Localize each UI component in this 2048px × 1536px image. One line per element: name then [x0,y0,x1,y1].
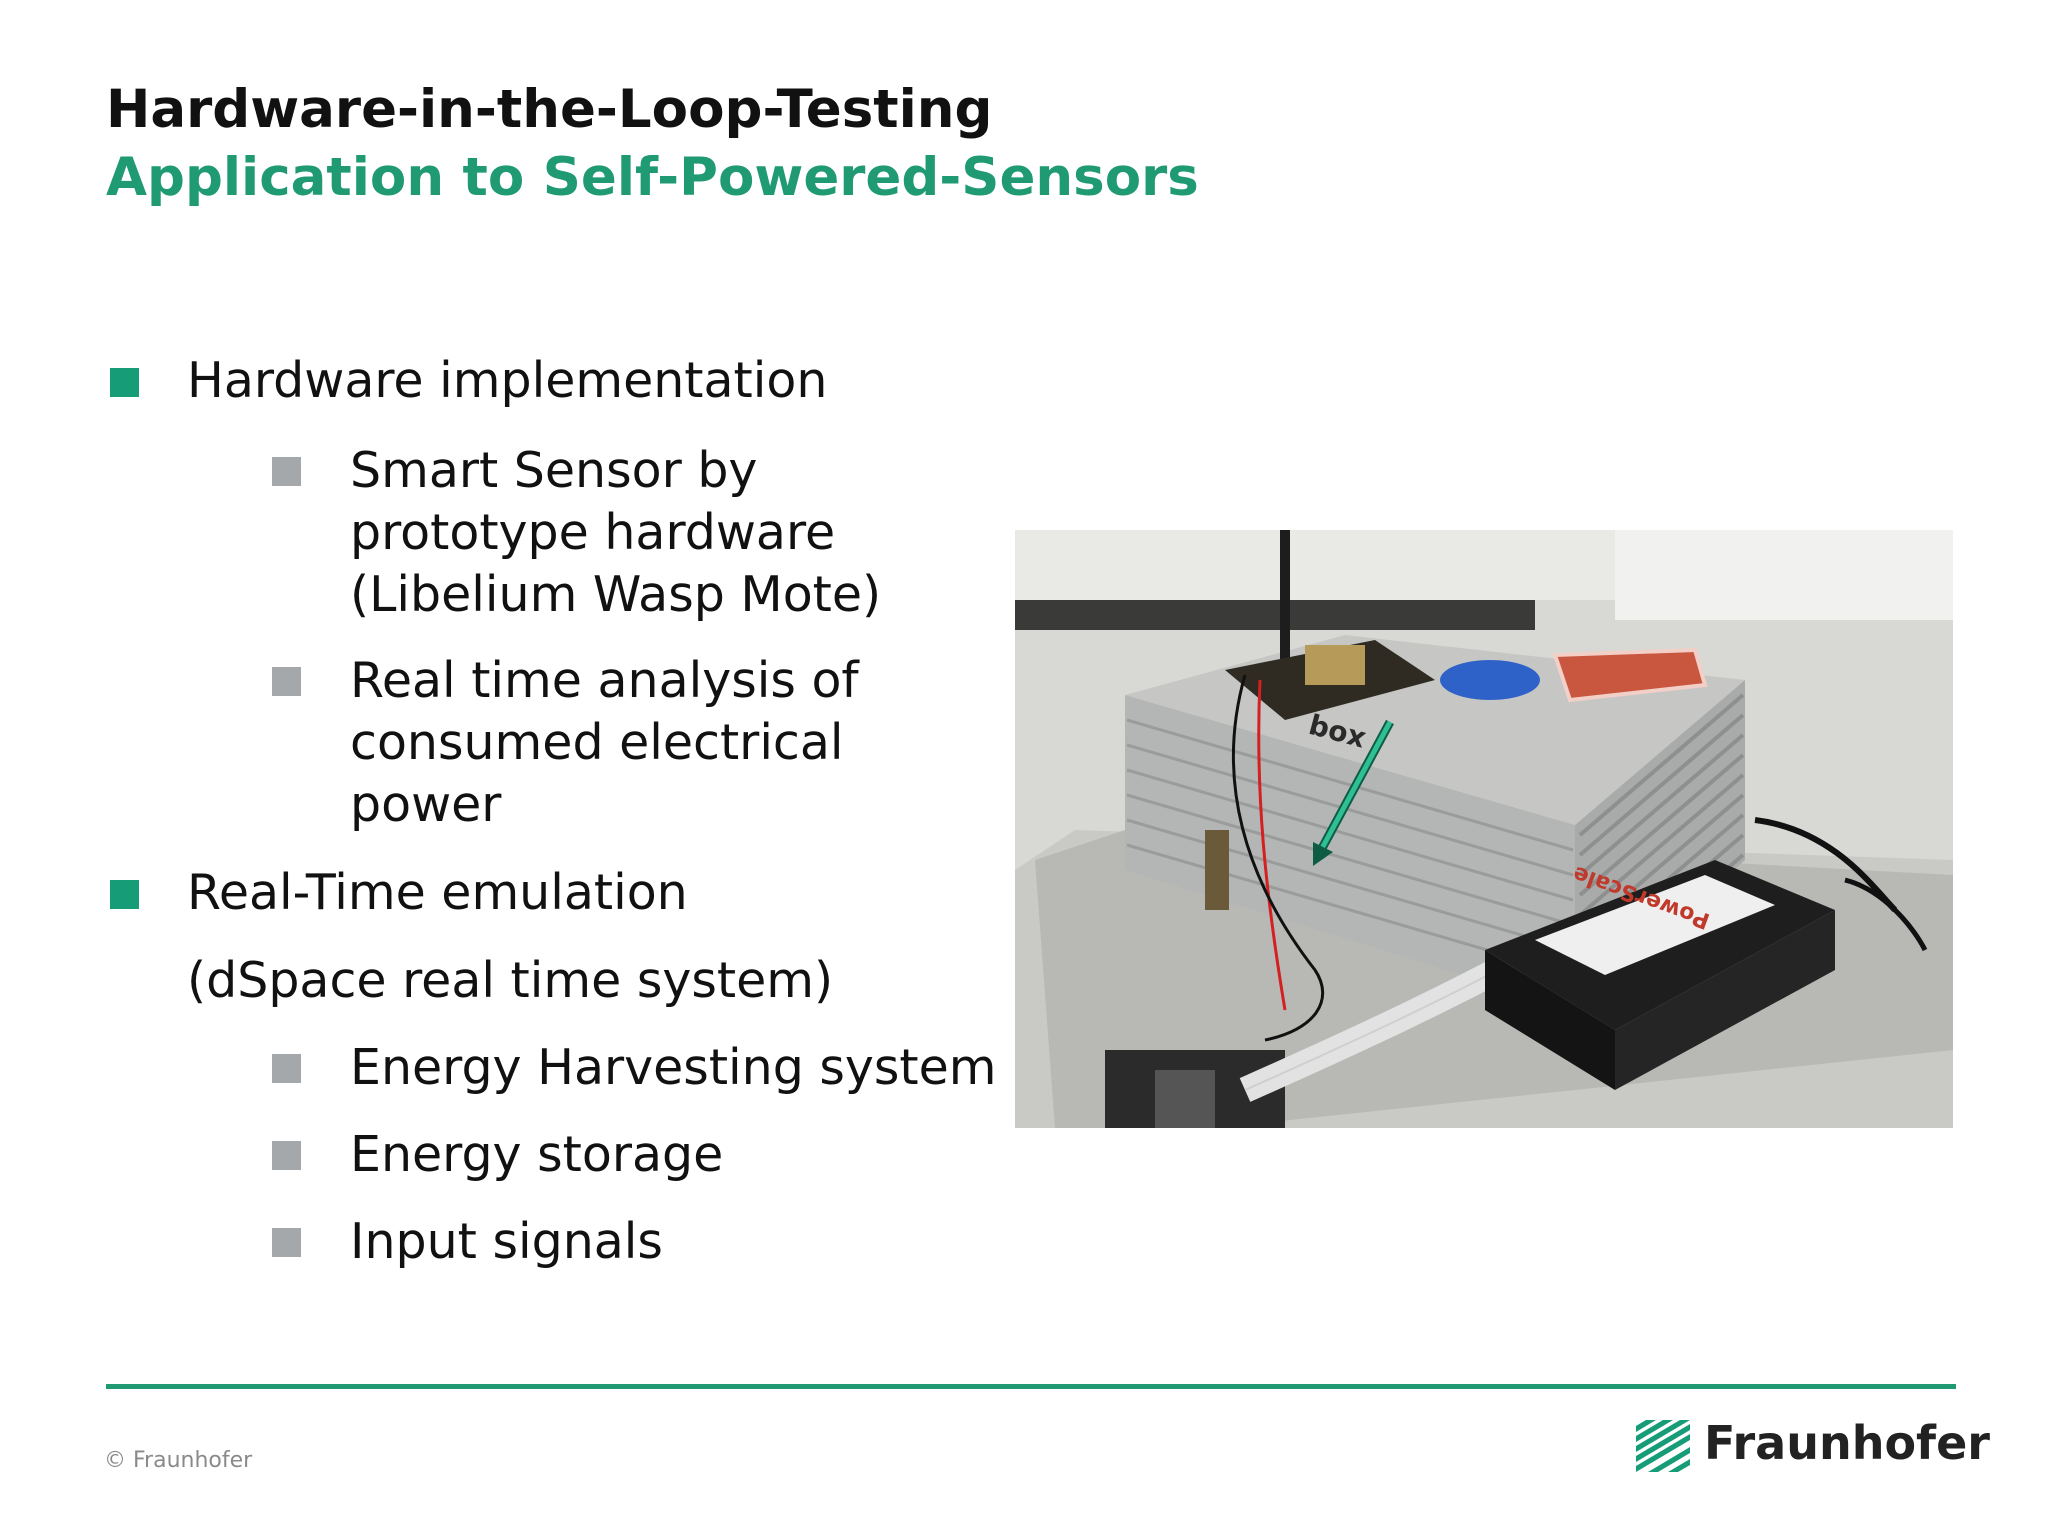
bullet-hardware-implementation: Hardware implementation [187,352,828,409]
footer-rule [106,1384,1956,1389]
sub-bullet-real-time-analysis-line3: power [350,776,502,833]
bullet-square-secondary [272,1054,301,1083]
bullet-square-secondary [272,1141,301,1170]
slide-title: Hardware-in-the-Loop-Testing [106,79,993,140]
slide-subtitle: Application to Self-Powered-Sensors [106,147,1199,208]
bullet-square-secondary [272,667,301,696]
sub-bullet-input-signals: Input signals [350,1213,663,1270]
fraunhofer-logo-icon [1636,1420,1690,1472]
fraunhofer-logo-text: Fraunhofer [1704,1416,1990,1470]
sub-bullet-real-time-analysis-line1: Real time analysis of [350,652,859,709]
sub-bullet-energy-harvesting: Energy Harvesting system [350,1039,997,1096]
bullet-square-primary [110,880,139,909]
sub-bullet-energy-storage: Energy storage [350,1126,724,1183]
bullet-square-secondary [272,457,301,486]
sub-bullet-smart-sensor-line2: prototype hardware [350,504,836,561]
hardware-photo: xoq PowerScale [1015,530,1953,1128]
bullet-real-time-emulation: Real-Time emulation [187,864,688,921]
copyright-notice: © Fraunhofer [104,1448,253,1473]
bullet-dspace-continuation: (dSpace real time system) [187,952,834,1009]
bullet-square-secondary [272,1228,301,1257]
sub-bullet-real-time-analysis-line2: consumed electrical [350,714,844,771]
sub-bullet-smart-sensor-line1: Smart Sensor by [350,442,758,499]
sub-bullet-smart-sensor-line3: (Libelium Wasp Mote) [350,566,882,623]
bullet-square-primary [110,368,139,397]
